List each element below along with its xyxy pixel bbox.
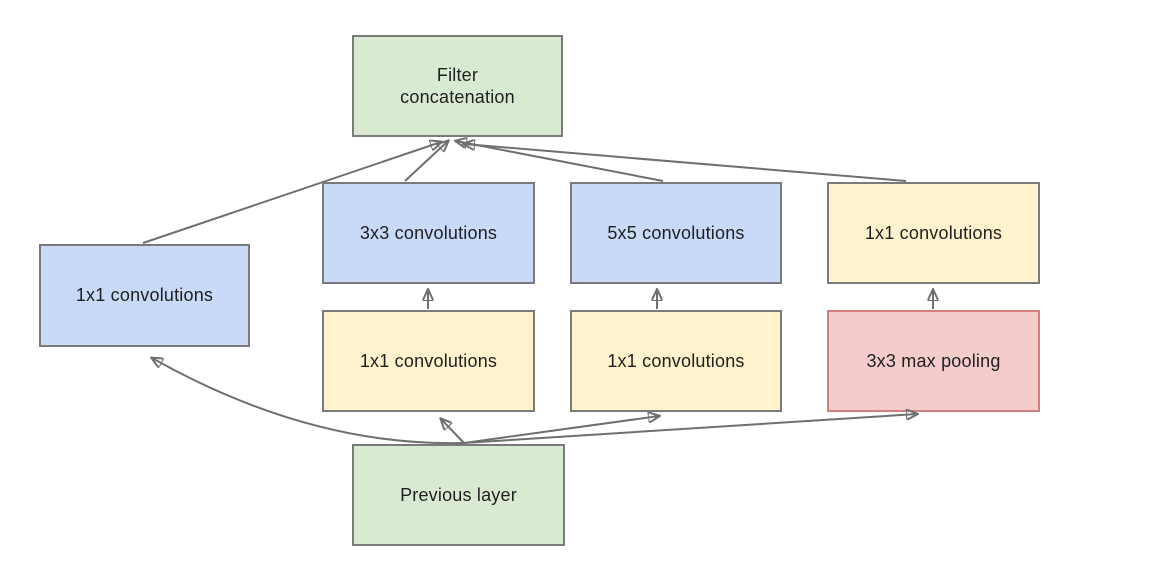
node-label-max-pooling-3x3: 3x3 max pooling: [866, 350, 1001, 371]
node-max-pooling-3x3: 3x3 max pooling: [827, 310, 1040, 412]
node-filter-concatenation: Filter concatenation: [352, 35, 563, 137]
node-label-conv-1x1-branch-4: 1x1 convolutions: [864, 222, 1003, 243]
node-conv-5x5: 5x5 convolutions: [570, 182, 782, 284]
node-label-conv-3x3: 3x3 convolutions: [359, 222, 498, 243]
node-conv-3x3: 3x3 convolutions: [322, 182, 535, 284]
edge-conv1x1-branch4-to-concat: [464, 144, 907, 182]
edge-previous-to-maxpool: [463, 414, 917, 444]
node-label-conv-5x5: 5x5 convolutions: [607, 222, 745, 243]
node-conv-1x1-branch-1: 1x1 convolutions: [39, 244, 250, 347]
node-previous-layer: Previous layer: [352, 444, 565, 546]
node-label-conv-1x1-branch-1: 1x1 convolutions: [75, 285, 214, 306]
node-label-conv-1x1-reduce-b: 1x1 convolutions: [607, 350, 745, 371]
edge-conv5x5-to-concat: [456, 141, 664, 182]
node-label-conv-1x1-reduce-a: 1x1 convolutions: [359, 350, 498, 371]
node-label-filter-concatenation: Filter concatenation: [400, 64, 515, 108]
node-conv-1x1-reduce-b: 1x1 convolutions: [570, 310, 782, 412]
node-conv-1x1-branch-4: 1x1 convolutions: [827, 182, 1040, 284]
node-conv-1x1-reduce-a: 1x1 convolutions: [322, 310, 535, 412]
edge-previous-to-reduce-b: [463, 416, 659, 444]
node-label-previous-layer: Previous layer: [400, 484, 517, 505]
edge-previous-to-reduce-a: [441, 419, 465, 444]
edge-conv3x3-to-concat: [404, 141, 448, 182]
